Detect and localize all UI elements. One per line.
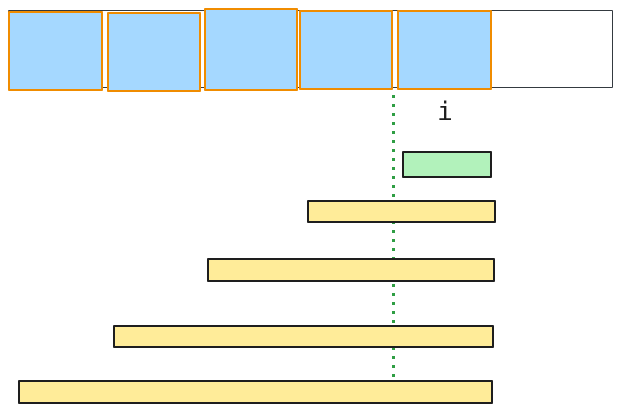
window-bar — [18, 380, 493, 404]
array-cell — [299, 10, 393, 90]
current-window-bar — [402, 151, 492, 178]
index-label: i — [437, 97, 453, 127]
array-cell — [397, 10, 492, 90]
array-cell — [8, 11, 103, 91]
array-cell — [204, 8, 298, 91]
array-cell — [107, 12, 201, 92]
scan-line — [392, 95, 395, 408]
array-cell — [492, 10, 613, 88]
window-bar — [307, 200, 496, 223]
window-bar — [113, 325, 494, 348]
window-bar — [207, 258, 495, 282]
